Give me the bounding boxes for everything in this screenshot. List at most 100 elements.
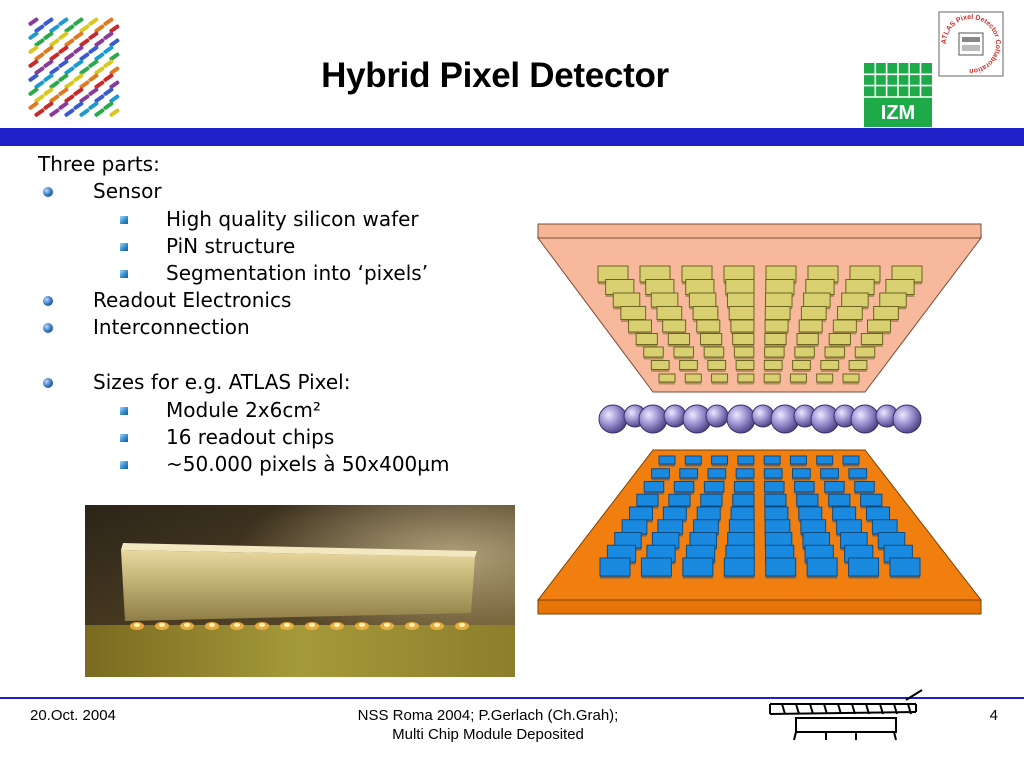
logo-stripe xyxy=(94,24,105,33)
logo-stripe xyxy=(79,38,90,47)
bullet-sensor: Sensor xyxy=(93,179,162,203)
pixel-pad xyxy=(765,292,793,308)
logo-stripe xyxy=(73,87,84,96)
pixel-pad xyxy=(816,373,834,383)
pixel-pad-shadow xyxy=(644,492,664,495)
pixel-pad-shadow xyxy=(764,478,783,481)
pixel-pad xyxy=(723,557,755,577)
pixel-pad-shadow xyxy=(825,357,845,360)
pixel-pad xyxy=(605,279,635,295)
logo-stripe xyxy=(73,45,84,54)
logo-stripe xyxy=(28,31,39,40)
logo-stripe xyxy=(43,31,54,40)
logo-stripe xyxy=(109,94,120,103)
pixel-pad-shadow xyxy=(659,382,675,385)
logo-stripe xyxy=(34,66,45,75)
pixel-pad-shadow xyxy=(855,357,875,360)
pixel-pad-shadow xyxy=(679,478,698,481)
bullet-icon xyxy=(43,323,53,333)
logo-stripe xyxy=(94,52,105,61)
photo-bump-glint xyxy=(409,623,415,627)
logo-stripe xyxy=(28,87,39,96)
pixel-pad xyxy=(792,360,811,370)
pixel-pad-shadow xyxy=(641,576,672,579)
pixel-pad xyxy=(657,519,684,535)
pixel-pad xyxy=(673,346,694,358)
pixel-pad xyxy=(737,373,755,383)
pixel-pad xyxy=(848,360,868,370)
pixel-pad xyxy=(685,279,715,295)
footer-title: NSS Roma 2004; P.Gerlach (Ch.Grah); Mult… xyxy=(288,706,688,744)
pixel-pad-shadow xyxy=(736,478,754,481)
pixel-pad xyxy=(692,306,719,320)
pixel-pad xyxy=(668,493,691,507)
pixel-pad xyxy=(763,373,781,383)
pixel-pad xyxy=(650,292,679,308)
pixel-pad-shadow xyxy=(668,344,690,347)
pixel-pad-shadow xyxy=(674,492,694,495)
page-number: 4 xyxy=(989,707,998,724)
pixel-pad xyxy=(684,373,702,383)
logo-stripe xyxy=(88,17,99,26)
pixel-pad xyxy=(728,306,755,320)
pixel-pad xyxy=(645,279,675,295)
pixel-pad xyxy=(794,481,815,493)
bullet-icon xyxy=(43,296,53,306)
logo-stripe xyxy=(103,17,114,26)
bump-ball xyxy=(751,404,775,428)
logo-stripe xyxy=(109,108,120,117)
photo-bump-glint xyxy=(359,623,365,627)
logo-stripe xyxy=(49,94,60,103)
sketch-tick xyxy=(781,703,786,715)
pixel-pad xyxy=(636,493,659,507)
logo-stripe xyxy=(43,17,54,26)
logo-stripe xyxy=(34,52,45,61)
pixel-pad-shadow xyxy=(737,464,754,467)
logo-stripe xyxy=(103,59,114,68)
sub-bullet-icon xyxy=(120,216,128,224)
logo-stripe xyxy=(34,94,45,103)
pixel-pad xyxy=(873,306,899,320)
pixel-pad xyxy=(794,346,815,358)
pixel-pad-shadow xyxy=(829,344,851,347)
pixel-pad xyxy=(854,346,876,358)
pixel-pad-shadow xyxy=(797,344,819,347)
pixel-pad-shadow xyxy=(849,369,867,372)
pixel-pad-shadow xyxy=(764,464,781,467)
pixel-pad xyxy=(860,333,884,345)
logo-stripe xyxy=(79,108,90,117)
logo-stripe xyxy=(94,80,105,89)
logo-stripe xyxy=(88,87,99,96)
photo-bump-glint xyxy=(209,623,215,627)
pixel-pad xyxy=(879,292,907,308)
pixel-pad-shadow xyxy=(764,344,787,347)
logo-stripe xyxy=(49,52,60,61)
pixel-pad-shadow xyxy=(682,576,713,579)
logo-stripe xyxy=(88,73,99,82)
pixel-pad-shadow xyxy=(704,357,724,360)
logo-stripe xyxy=(64,66,75,75)
pixel-pad xyxy=(703,346,725,358)
pixel-pad-shadow xyxy=(636,344,658,347)
logo-stripe xyxy=(58,87,69,96)
pixel-pad xyxy=(679,468,699,479)
pixel-pad xyxy=(684,455,702,465)
pixel-pad-shadow xyxy=(843,382,859,385)
logo-stripe xyxy=(58,59,69,68)
logo-stripe xyxy=(28,101,39,110)
pixel-pad-shadow xyxy=(734,492,754,495)
pixel-pad xyxy=(735,468,755,479)
pixel-pad-shadow xyxy=(794,492,815,495)
pixel-pad-shadow xyxy=(711,464,728,467)
pixel-pad-shadow xyxy=(764,369,783,372)
sub-bullet: Module 2x6cm² xyxy=(166,398,321,422)
pixel-pad xyxy=(764,346,785,358)
izm-logo: IZM xyxy=(864,63,932,127)
sub-bullet: High quality silicon wafer xyxy=(166,207,419,231)
logo-stripe xyxy=(88,101,99,110)
logo-stripe xyxy=(103,87,114,96)
logo-stripe xyxy=(34,80,45,89)
pixel-pad-shadow xyxy=(732,344,754,347)
pixel-pad xyxy=(820,468,839,479)
logo-stripe xyxy=(28,59,39,68)
